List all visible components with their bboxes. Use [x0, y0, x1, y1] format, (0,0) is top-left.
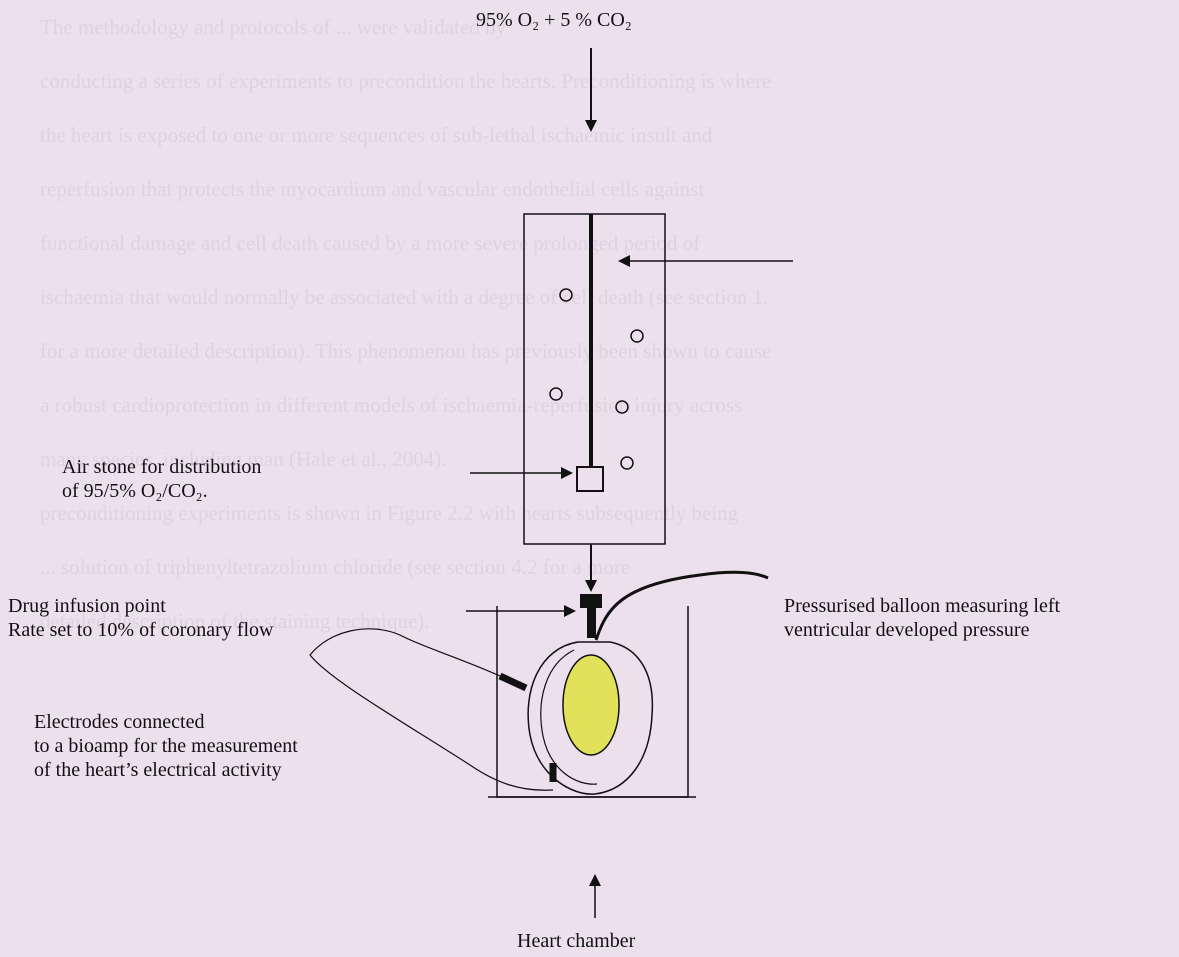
- balloon-label: Pressurised balloon measuring left ventr…: [784, 594, 1060, 642]
- heart-chamber-label: Heart chamber: [517, 929, 635, 953]
- bg-line: a robust cardioprotection in different m…: [40, 393, 743, 417]
- background-text: The methodology and protocols of ... wer…: [40, 0, 1175, 648]
- balloon-label-line: Pressurised balloon measuring left: [784, 595, 1061, 617]
- bg-line: the heart is exposed to one or more sequ…: [40, 123, 713, 147]
- heart-outline: [527, 641, 654, 795]
- bg-line: ischaemia that would normally be associa…: [40, 285, 769, 309]
- air-stone-label: Air stone for distribution of 95/5% O₂/C…: [62, 455, 261, 503]
- bg-line: conducting a series of experiments to pr…: [40, 69, 772, 93]
- oxygenation-chamber: [523, 213, 666, 545]
- gas-mixture-text: 95% O₂ + 5 % CO₂: [476, 9, 632, 31]
- balloon-catheter-tube: [594, 570, 769, 641]
- gas-bubble: [630, 329, 644, 343]
- air-stone-label-line: Air stone for distribution: [62, 456, 262, 478]
- bg-line: for a more detailed description). This p…: [40, 339, 772, 363]
- electrodes-label-line: Electrodes connected: [34, 711, 205, 733]
- air-stone-label-line: of 95/5% O₂/CO₂.: [62, 480, 208, 502]
- electrodes-label-line: to a bioamp for the measurement: [34, 735, 298, 757]
- electrode-wire: [309, 628, 554, 791]
- drug-infusion-label-line: Drug infusion point: [8, 595, 166, 617]
- electrode-upper: [498, 672, 528, 692]
- electrodes-label-line: of the heart’s electrical activity: [34, 759, 282, 781]
- air-stone: [576, 466, 604, 492]
- ventricular-balloon: [562, 654, 620, 756]
- aortic-cannula: [587, 594, 596, 638]
- drug-infusion-label-line: Rate set to 10% of coronary flow: [8, 619, 274, 641]
- bg-line: ... solution of triphenyltetrazolium chl…: [40, 555, 631, 579]
- heart-chamber-text: Heart chamber: [517, 930, 636, 952]
- bg-line: The methodology and protocols of ... wer…: [40, 15, 506, 39]
- gas-bubble: [620, 456, 634, 470]
- heart-outline-inner: [540, 649, 598, 785]
- gas-bubble: [615, 400, 629, 414]
- bg-line: many species, including man (Hale et al.…: [40, 447, 447, 471]
- electrodes-label: Electrodes connected to a bioamp for the…: [34, 710, 298, 782]
- bg-line: reperfusion that protects the myocardium…: [40, 177, 705, 201]
- balloon-label-line: ventricular developed pressure: [784, 619, 1030, 641]
- bg-line: preconditioning experiments is shown in …: [40, 501, 739, 525]
- drug-infusion-label: Drug infusion point Rate set to 10% of c…: [8, 594, 273, 642]
- gas-mixture-label: 95% O₂ + 5 % CO₂: [476, 8, 632, 32]
- gas-bubble: [549, 387, 563, 401]
- gas-bubble: [559, 288, 573, 302]
